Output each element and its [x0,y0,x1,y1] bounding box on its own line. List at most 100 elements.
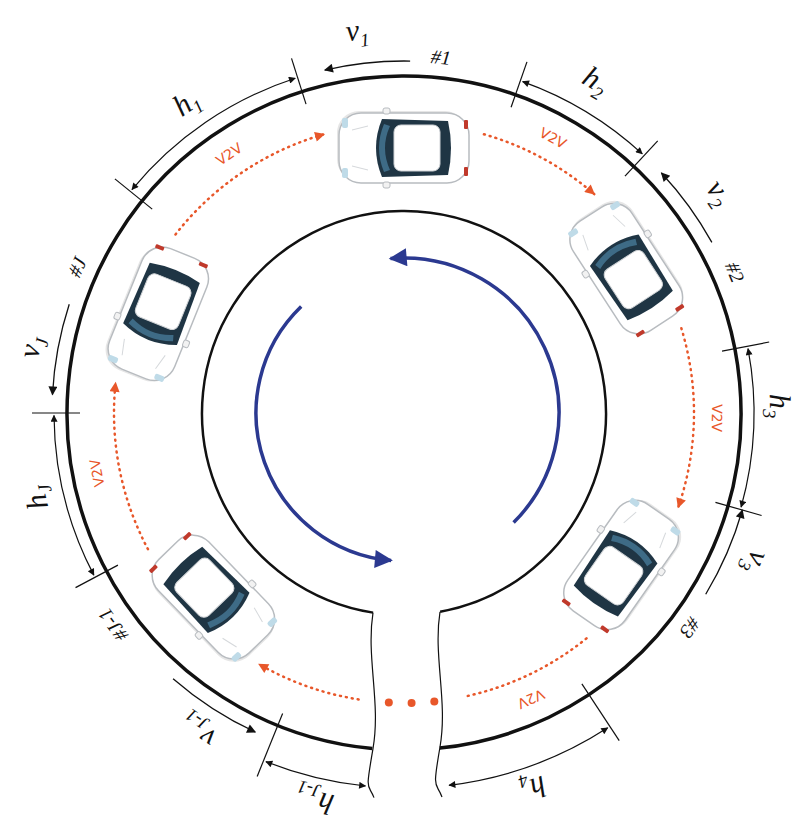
ellipsis-dot [408,699,416,707]
car-taillight [561,598,571,606]
car [139,523,288,674]
car-roof [582,544,646,608]
car-taillight [464,167,468,176]
car-headlight [154,373,166,382]
car [551,487,692,641]
velocity-arrow [661,173,711,242]
v2v-link [484,134,594,194]
car-body [561,195,691,342]
car-roof [602,248,666,312]
symbol: h [764,394,797,410]
car-headlight [609,200,621,210]
v2v-label: V2V [213,140,244,167]
car-hood-line [156,354,166,370]
car-hood-line [624,510,636,525]
variable-label: vJ [13,334,46,360]
variable-label: h4 [517,771,550,807]
car-hood-line [118,339,128,355]
car-mirror [383,108,390,114]
ellipsis-dot [385,699,393,707]
variable-label: hJ [18,483,52,512]
car-headlight [342,168,348,178]
car-hood-line [352,166,368,170]
car-taillight [198,262,208,269]
v2v-link [678,328,694,507]
velocity-arrow [325,61,410,70]
v2v-label: V2V [87,458,106,488]
car-taillight [675,304,685,312]
dimension-tick [625,141,658,176]
v2v-label: V2V [710,404,724,432]
vehicle-number: #J [64,255,90,280]
car-headlight [567,228,579,238]
variable-label: h2 [578,61,614,99]
car-cabin [376,119,451,177]
vehicle-number: #1 [430,46,452,68]
car-mirror [248,579,257,588]
variable-label: vJ-1 [173,709,220,754]
headway-dimension [54,415,94,575]
car-hood-line [223,635,237,649]
vehicle-number: #2 [722,259,748,285]
car-body [555,492,687,639]
headway-dimension [132,78,295,189]
car-taillight [155,244,165,251]
car-hood-line [613,213,625,229]
car-mirror [383,182,390,188]
variable-label: v2 [701,174,739,210]
direction-arrow [390,258,559,523]
ellipsis-dot [430,697,438,705]
car-headlight [629,497,641,508]
car [96,238,220,390]
v2v-link [259,664,359,699]
variable-label: v1 [344,14,370,47]
car-cabin [121,259,203,350]
car-hood-line [656,533,668,548]
car [337,108,469,188]
car-roof [394,125,440,171]
v2v-link [464,638,586,696]
v2v-link [175,134,324,234]
subscript: 3 [759,409,780,419]
dimension-tick [722,342,769,351]
car-mirror [182,339,190,348]
vehicle-number: #3 [676,614,704,642]
car-mirror [581,270,590,279]
car-cabin [160,543,254,637]
dimension-tick [715,502,761,515]
car-headlight [670,526,682,537]
vehicle-number: #J-1 [94,604,131,645]
inner-road-edge [202,211,606,613]
car-mirror [657,567,666,576]
symbol: v [344,13,361,47]
car-hood-line [251,608,265,622]
car-cabin [570,525,661,620]
car-windshield-glare [379,124,390,172]
car-taillight [183,532,192,541]
car-roof [172,555,237,620]
car-headlight [107,354,119,363]
outer-road-edge [67,76,741,749]
car-body [143,526,284,668]
car-taillight [635,329,645,337]
car-mirror [643,229,652,238]
break-line [368,613,375,798]
subscript: 1 [359,28,371,50]
v2v-link [114,383,148,549]
car-roof [133,272,193,332]
car [556,191,695,345]
variable-label: hJ-1 [292,782,337,820]
dimension-tick [292,58,307,104]
car-cabin [587,229,676,323]
variable-label: h3 [765,394,795,419]
variable-label: h1 [167,82,204,121]
headway-dimension [523,82,643,154]
car-mirror [596,525,605,534]
dimension-tick [76,565,118,588]
v2v-label: V2V [516,687,547,711]
car-hood-line [579,235,591,251]
dimension-tick [511,62,527,107]
